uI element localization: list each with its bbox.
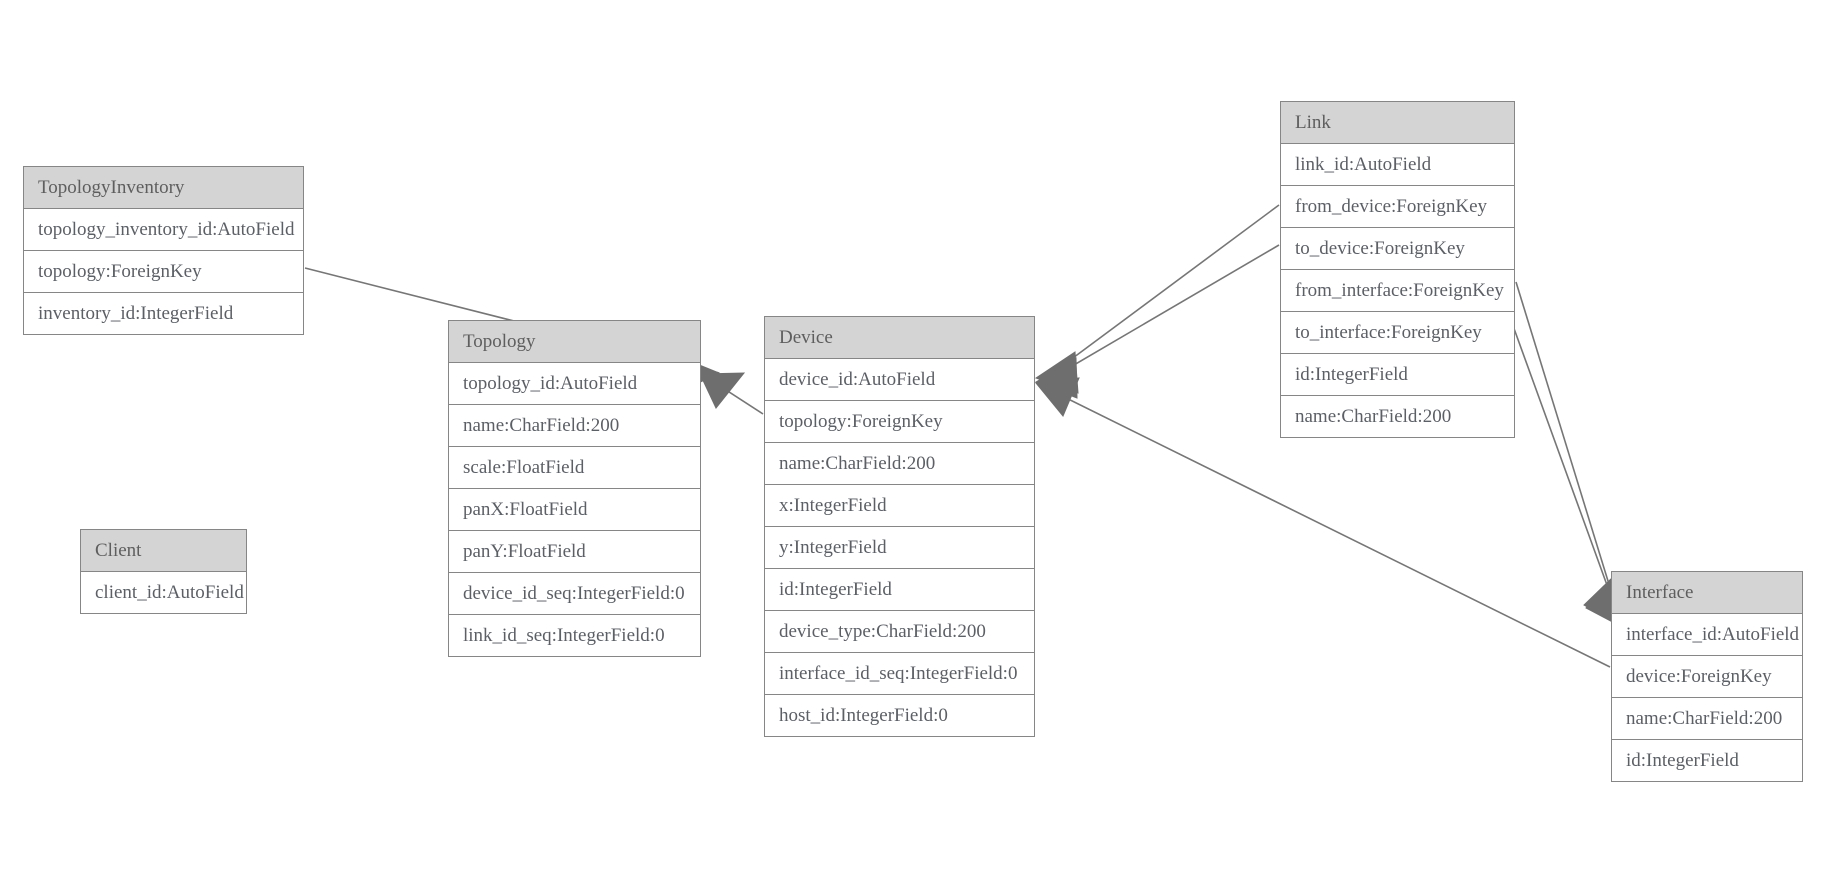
attribute-row: link_id:AutoField xyxy=(1281,144,1514,186)
entity-title-interface: Interface xyxy=(1612,572,1802,614)
attribute-row: y:IntegerField xyxy=(765,527,1034,569)
relationship-link-to-interface xyxy=(1511,322,1625,629)
attribute-row: inventory_id:IntegerField xyxy=(24,293,303,334)
relationship-link-to-device xyxy=(1034,204,1280,394)
attribute-row: topology:ForeignKey xyxy=(24,251,303,293)
relationship-line xyxy=(1049,244,1280,380)
relationship-arrowhead xyxy=(1034,351,1079,394)
attribute-row: device_id_seq:IntegerField:0 xyxy=(449,573,700,615)
relationship-device-to-topology xyxy=(699,372,764,415)
attribute-row: device:ForeignKey xyxy=(1612,656,1802,698)
attribute-row: id:IntegerField xyxy=(765,569,1034,611)
relationship-line xyxy=(1049,204,1280,376)
attribute-row: name:CharField:200 xyxy=(1281,396,1514,437)
entity-title-topology-inventory: TopologyInventory xyxy=(24,167,303,209)
attribute-row: panY:FloatField xyxy=(449,531,700,573)
attribute-row: panX:FloatField xyxy=(449,489,700,531)
attribute-row: topology_id:AutoField xyxy=(449,363,700,405)
entity-title-topology: Topology xyxy=(449,321,700,363)
entity-title-link: Link xyxy=(1281,102,1514,144)
relationship-arrowhead xyxy=(699,372,746,409)
entity-title-device: Device xyxy=(765,317,1034,359)
attribute-row: host_id:IntegerField:0 xyxy=(765,695,1034,736)
attribute-row: interface_id_seq:IntegerField:0 xyxy=(765,653,1034,695)
attribute-row: id:IntegerField xyxy=(1281,354,1514,396)
attribute-row: device_type:CharField:200 xyxy=(765,611,1034,653)
attribute-row: topology_inventory_id:AutoField xyxy=(24,209,303,251)
attribute-row: to_interface:ForeignKey xyxy=(1281,312,1514,354)
relationship-line xyxy=(1511,322,1621,622)
attribute-row: to_device:ForeignKey xyxy=(1281,228,1514,270)
attribute-row: interface_id:AutoField xyxy=(1612,614,1802,656)
attribute-row: scale:FloatField xyxy=(449,447,700,489)
attribute-row: topology:ForeignKey xyxy=(765,401,1034,443)
entity-attributes-client: client_id:AutoField xyxy=(81,572,246,613)
attribute-row: name:CharField:200 xyxy=(765,443,1034,485)
attribute-row: client_id:AutoField xyxy=(81,572,246,613)
attribute-row: name:CharField:200 xyxy=(449,405,700,447)
relationship-link-to-device xyxy=(1034,244,1280,399)
attribute-row: from_interface:ForeignKey xyxy=(1281,270,1514,312)
relationship-link-to-interface xyxy=(1515,281,1625,630)
relationship-arrowhead xyxy=(1034,357,1078,399)
entity-title-client: Client xyxy=(81,530,246,572)
attribute-row: id:IntegerField xyxy=(1612,740,1802,781)
attribute-row: from_device:ForeignKey xyxy=(1281,186,1514,228)
attribute-row: link_id_seq:IntegerField:0 xyxy=(449,615,700,656)
relationship-line xyxy=(1515,281,1621,621)
relationship-line xyxy=(705,376,764,415)
attribute-row: x:IntegerField xyxy=(765,485,1034,527)
attribute-row: name:CharField:200 xyxy=(1612,698,1802,740)
attribute-row: device_id:AutoField xyxy=(765,359,1034,401)
relationship-arrowhead xyxy=(1035,377,1080,417)
